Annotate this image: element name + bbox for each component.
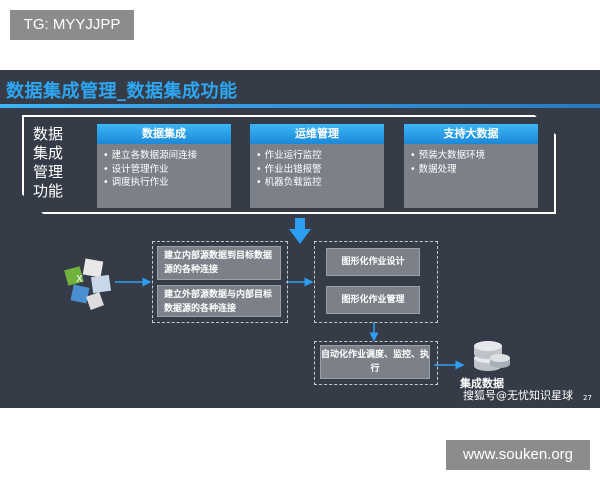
connection-group [152,241,288,323]
down-arrow-icon [289,218,311,244]
watermark-bottom-right: www.souken.org [446,440,590,470]
automation-group [314,341,438,385]
bullet-item: • 调度执行作业 [103,177,169,188]
graphical-job-design-box: 图形化作业设计 [326,248,420,276]
column-operations: 运维管理 • 作业运行监控 • 作业出错报警 • 机器负载监控 [250,124,384,208]
functions-panel [22,115,556,214]
column-heading: 运维管理 [250,124,384,144]
column-data-integration: 数据集成 • 建立各数据源间连接 • 设计管理作业 • 调度执行作业 [97,124,231,208]
bullet-item: • 设计管理作业 [103,163,169,175]
title-rule [0,104,600,108]
data-sources-icon: X [64,258,112,310]
source-credit: 搜狐号@无忧知识星球 [463,389,573,402]
integrated-data-label: 集成数据 [460,377,504,390]
external-connection-box: 建立外部源数据与内部目标数据源的各种连接 [157,285,281,317]
column-body: • 作业运行监控 • 作业出错报警 • 机器负载监控 [250,144,384,208]
slide-title: 数据集成管理_数据集成功能 [6,81,238,102]
column-heading: 支持大数据 [404,124,538,144]
database-icon [474,341,510,371]
watermark-top-left: TG: MYYJJPP [10,10,134,40]
column-body: • 预装大数据环境 • 数据处理 [404,144,538,208]
bullet-item: • 预装大数据环境 [410,150,486,161]
page-number: 27 [583,394,592,402]
slide: 数据集成管理_数据集成功能 数据集成管理功能 数据集成 • 建立各数据源间连接 … [0,70,600,408]
functions-label: 数据集成管理功能 [33,125,64,200]
bullet-item: • 作业出错报警 [256,163,322,175]
graphical-job-group [314,241,438,323]
bullet-item: • 作业运行监控 [256,150,322,161]
flow-connectors [115,277,465,370]
bullet-item: • 建立各数据源间连接 [103,150,198,161]
automated-scheduling-box: 自动化作业调度、监控、执行 [320,345,430,379]
column-big-data: 支持大数据 • 预装大数据环境 • 数据处理 [404,124,538,208]
svg-text:X: X [76,274,83,285]
bullet-item: • 数据处理 [410,163,457,175]
graphical-job-management-box: 图形化作业管理 [326,286,420,314]
column-body: • 建立各数据源间连接 • 设计管理作业 • 调度执行作业 [97,144,231,208]
column-heading: 数据集成 [97,124,231,144]
bullet-item: • 机器负载监控 [256,177,322,188]
internal-connection-box: 建立内部源数据到目标数据源的各种连接 [157,246,281,280]
